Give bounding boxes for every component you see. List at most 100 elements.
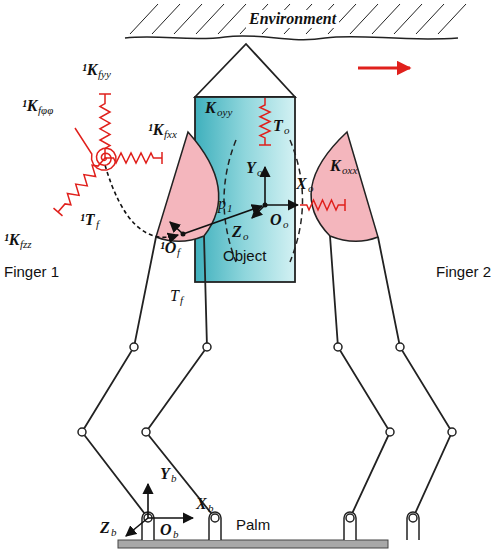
symbol-label: K <box>330 158 341 174</box>
symbol-label: O <box>160 522 172 538</box>
illustration-part <box>330 236 390 518</box>
stroke <box>130 4 158 34</box>
illustration-part <box>170 222 183 234</box>
stroke <box>174 4 202 34</box>
subscript: o <box>243 231 249 242</box>
illustration-part <box>105 165 178 237</box>
subscript: oyy <box>217 107 232 118</box>
symbol-label: p <box>218 196 226 212</box>
subscript: fφφ <box>38 105 53 116</box>
illustration-part <box>146 236 215 518</box>
symbol-label: ¹K <box>4 232 19 248</box>
symbol-label: ¹K <box>22 98 37 114</box>
stroke <box>259 98 271 145</box>
illustration-part <box>409 514 417 522</box>
subscript: o <box>283 219 289 230</box>
illustration-part <box>378 237 452 518</box>
illustration-part <box>263 203 268 208</box>
symbol-label: ¹K <box>82 62 97 78</box>
stroke <box>75 128 116 170</box>
symbol-label: Z <box>100 520 110 536</box>
illustration-part <box>118 540 388 548</box>
symbol-label: T <box>170 288 179 304</box>
illustration-part <box>78 343 456 522</box>
illustration-part <box>334 343 342 351</box>
illustration-part <box>358 67 410 70</box>
subscript: f <box>180 295 183 306</box>
illustration-part <box>344 512 356 540</box>
subscript: f <box>177 247 180 258</box>
stroke <box>372 4 400 34</box>
stroke <box>438 4 466 34</box>
symbol-label: O <box>270 212 282 228</box>
subscript: fzz <box>20 239 32 250</box>
symbol-label: ¹T <box>80 212 95 228</box>
subscript: b <box>208 503 214 514</box>
subscript: b <box>173 529 179 540</box>
subscript: f <box>96 219 99 230</box>
illustration-part <box>130 343 138 351</box>
symbol-label: Y <box>160 466 170 482</box>
illustration-part <box>142 428 150 436</box>
object-label: Object <box>223 247 266 264</box>
subscript: o <box>257 167 263 178</box>
symbol-label: X <box>196 496 207 512</box>
illustration-part <box>125 36 458 40</box>
stroke <box>152 4 180 34</box>
subscript: fyy <box>98 69 111 80</box>
palm-bar: Palm <box>118 540 388 548</box>
subscript: b <box>111 527 117 538</box>
illustration-part <box>407 512 419 540</box>
illustration-part <box>82 236 452 518</box>
illustration-part <box>130 4 466 34</box>
illustration-part <box>209 512 221 540</box>
stroke <box>350 4 378 34</box>
illustration-part <box>82 237 156 518</box>
illustration-part <box>265 204 298 206</box>
illustration-part <box>311 132 378 241</box>
illustration-part <box>346 514 354 522</box>
illustration-part <box>148 517 193 519</box>
symbol-label: ¹O <box>160 240 176 256</box>
subscript: oxx <box>342 165 357 176</box>
stroke <box>416 4 444 34</box>
symbol-label: K <box>205 100 216 116</box>
illustration-part <box>54 94 346 216</box>
illustration-part <box>105 165 298 536</box>
subscript: 1 <box>227 203 233 214</box>
symbol-label: ¹K <box>148 122 163 138</box>
environment-label: Environment <box>246 10 339 28</box>
illustration-part <box>396 343 404 351</box>
illustration-part <box>181 232 186 237</box>
illustration-part <box>264 167 266 205</box>
stroke <box>218 4 246 34</box>
finger-label: Finger 1 <box>4 264 59 279</box>
stroke <box>300 199 345 211</box>
stroke <box>196 4 224 34</box>
illustration-part <box>448 428 456 436</box>
symbol-label: Z <box>232 224 242 240</box>
illustration-part <box>142 512 419 540</box>
symbol-label: Y <box>246 160 256 176</box>
illustration-part <box>147 484 149 518</box>
subscript: b <box>171 473 177 484</box>
symbol-label: X <box>296 176 307 192</box>
subscript: o <box>284 125 290 136</box>
illustration-part <box>195 44 295 97</box>
finger-label: Finger 2 <box>436 264 491 279</box>
stroke <box>394 4 422 34</box>
illustration-part <box>211 514 219 522</box>
stroke <box>105 152 162 164</box>
symbol-label: T <box>273 118 283 134</box>
stroke <box>54 158 106 216</box>
subscript: fxx <box>164 129 177 140</box>
illustration-part <box>126 518 148 536</box>
palm-label: Palm <box>236 516 270 533</box>
illustration-part <box>386 428 394 436</box>
subscript: o <box>308 183 314 194</box>
illustration-part <box>203 343 211 351</box>
illustration-part <box>78 428 86 436</box>
illustration-part <box>290 140 303 262</box>
environment-surface: Environment <box>125 2 460 38</box>
